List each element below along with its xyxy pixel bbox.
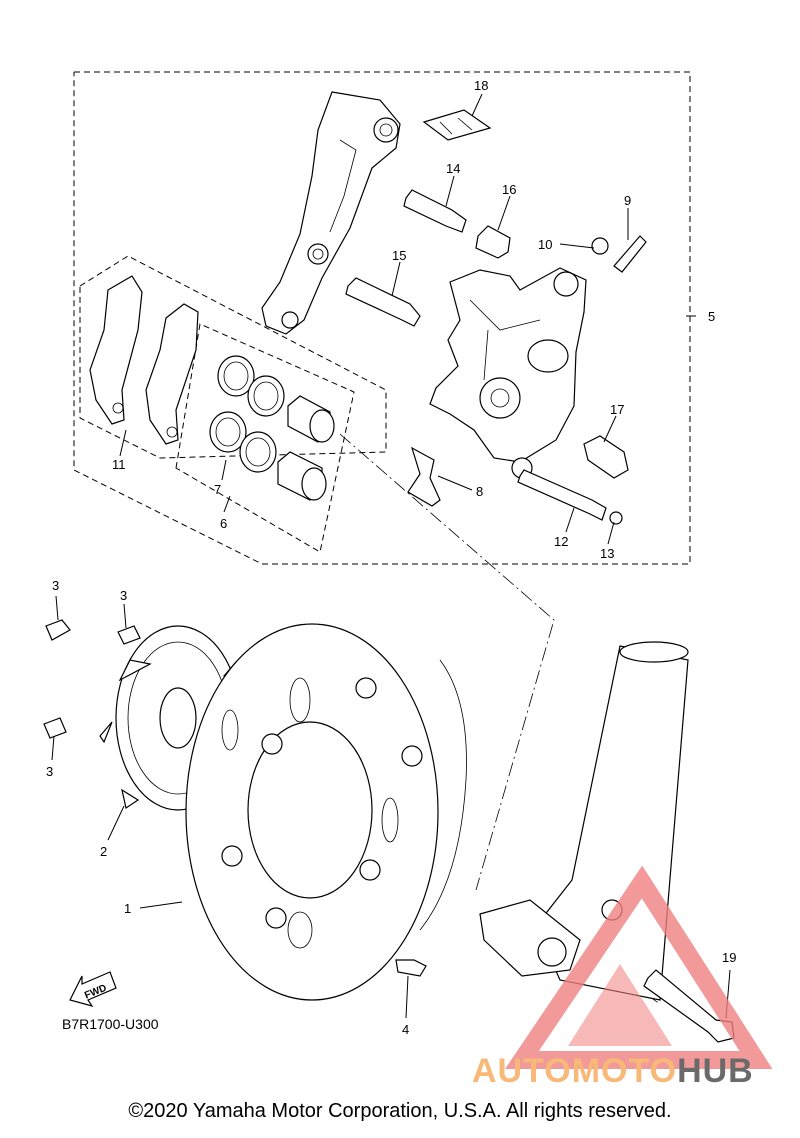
- pin-15: [345, 277, 421, 327]
- brake-pad-11: [89, 275, 199, 445]
- piston-group-box: [175, 323, 355, 553]
- watermark-logo: [505, 865, 773, 1069]
- callout-18: 18: [474, 78, 488, 93]
- callout-9: 9: [624, 193, 631, 208]
- watermark-text: AUTOMOTOHUB: [472, 1052, 754, 1091]
- center-leader-line: [339, 433, 555, 891]
- pin-bolt-12: [517, 469, 607, 521]
- callout-5: 5: [708, 309, 715, 324]
- pad-group-box: [79, 255, 387, 459]
- callout-3b: 3: [120, 588, 127, 603]
- callout-leaders: [51, 93, 731, 1019]
- watermark-text-part2: HUB: [677, 1052, 754, 1090]
- caliper-body: [429, 267, 587, 479]
- clip-3a: [45, 619, 71, 641]
- callout-6: 6: [220, 516, 227, 531]
- diagram-code: B7R1700-U300: [62, 1016, 159, 1032]
- callout-8: 8: [476, 484, 483, 499]
- boot-16: [475, 225, 511, 259]
- bleed-screw-9: [591, 235, 647, 273]
- caliper-bracket: [261, 91, 401, 335]
- callout-3a: 3: [52, 578, 59, 593]
- caliper-assembly-box: [73, 71, 691, 565]
- disc-bolt-4: [395, 959, 427, 977]
- callout-19: 19: [722, 950, 736, 965]
- callout-7: 7: [214, 482, 221, 497]
- callout-4: 4: [402, 1022, 409, 1037]
- callout-14: 14: [446, 161, 460, 176]
- callout-2: 2: [100, 844, 107, 859]
- callout-3c: 3: [46, 764, 53, 779]
- callout-11: 11: [112, 457, 126, 472]
- clip-3b: [117, 625, 141, 645]
- clip-8: [407, 446, 441, 507]
- watermark-text-part1: AUTOMOTO: [472, 1052, 678, 1090]
- pad-spring-18: [422, 109, 492, 141]
- piston-seals-7: [209, 355, 285, 473]
- cap-17: [583, 435, 629, 479]
- callout-13: 13: [600, 546, 614, 561]
- callout-10: 10: [538, 237, 552, 252]
- brake-disc-1: [185, 623, 467, 1001]
- callout-1: 1: [124, 901, 131, 916]
- callout-12: 12: [554, 534, 568, 549]
- front-fork: [479, 641, 689, 1001]
- clip-3c: [43, 717, 67, 739]
- nut-13: [609, 511, 623, 525]
- callout-17: 17: [610, 402, 624, 417]
- pistons-6: [277, 395, 335, 501]
- fwd-arrow: FWD: [69, 971, 117, 1008]
- callout-16: 16: [502, 182, 516, 197]
- callout-15: 15: [392, 248, 406, 263]
- copyright-notice: ©2020 Yamaha Motor Corporation, U.S.A. A…: [128, 1100, 672, 1122]
- pin-14: [403, 189, 467, 233]
